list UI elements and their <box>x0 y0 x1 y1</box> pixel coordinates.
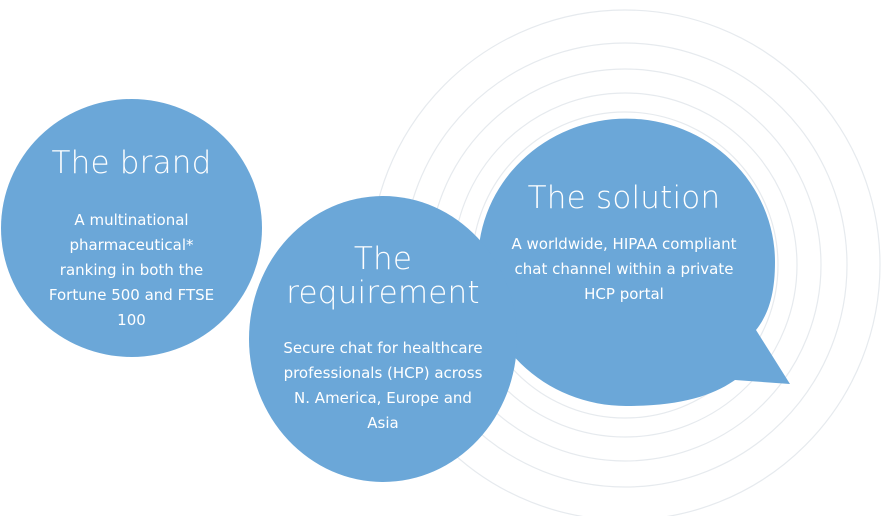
solution-speech-bubble <box>477 118 790 407</box>
brand-description: A multinational pharmaceutical* ranking … <box>48 211 215 329</box>
requirement-description: Secure chat for healthcare professionals… <box>283 339 483 432</box>
solution-content: The solution A worldwide, HIPAA complian… <box>495 180 753 307</box>
requirement-circle: The requirement Secure chat for healthca… <box>249 196 517 482</box>
brand-circle: The brand A multinational pharmaceutical… <box>1 99 262 357</box>
brand-title: The brand <box>51 145 212 181</box>
solution-description: A worldwide, HIPAA compliant chat channe… <box>511 235 737 303</box>
solution-title: The solution <box>527 180 721 216</box>
requirement-title: The requirement <box>286 241 480 311</box>
